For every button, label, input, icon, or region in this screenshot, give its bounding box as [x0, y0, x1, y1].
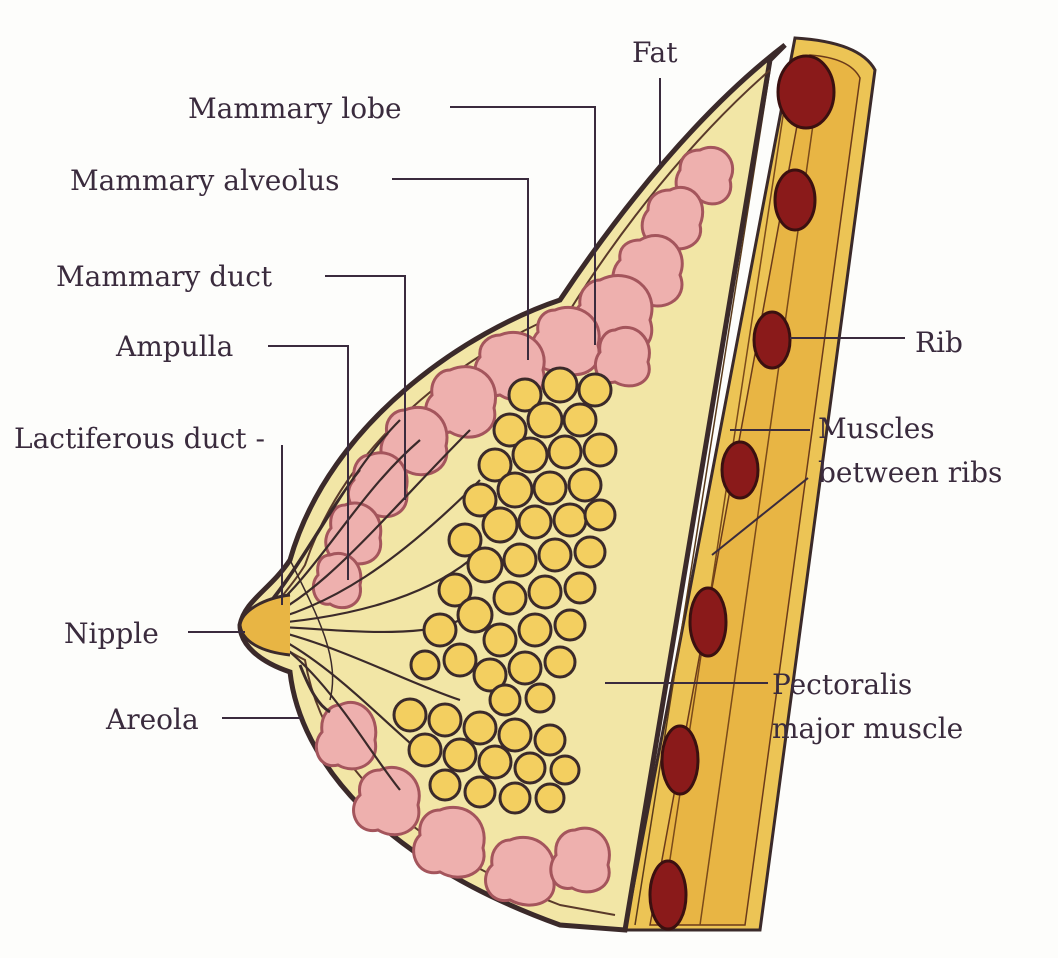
leader-muscles-diagonal [711, 477, 809, 556]
label-nipple: Nipple [64, 617, 159, 650]
fat-lobules [311, 145, 735, 907]
leader-mammary-lobe [450, 106, 596, 345]
alveoli-lower [392, 697, 581, 815]
leader-lines [188, 78, 905, 719]
rib-7 [648, 859, 688, 931]
label-muscles-line2: between ribs [818, 456, 1002, 489]
rib-2 [773, 168, 817, 232]
labels: Fat Mammary lobe Mammary alveolus Mammar… [14, 36, 1002, 745]
label-muscles-line1: Muscles [818, 412, 935, 445]
label-fat: Fat [632, 36, 678, 69]
ribs [648, 54, 836, 931]
leader-mammary-alveolus [392, 178, 529, 360]
areola-shape [298, 664, 331, 714]
label-mammary-alveolus: Mammary alveolus [70, 164, 340, 197]
label-mammary-duct: Mammary duct [56, 260, 273, 293]
rib-1 [776, 54, 836, 130]
rib-5 [688, 586, 728, 658]
label-areola: Areola [105, 703, 199, 736]
label-mammary-lobe: Mammary lobe [188, 92, 402, 125]
rib-4 [720, 440, 760, 500]
label-rib: Rib [915, 326, 963, 359]
rib-6 [660, 724, 700, 796]
rib-3 [752, 310, 792, 370]
leader-mammary-duct [325, 275, 406, 500]
label-ampulla: Ampulla [115, 330, 233, 363]
nipple-shape [238, 593, 291, 657]
leader-ampulla [268, 345, 349, 580]
alveoli-upper [409, 366, 618, 717]
label-lactiferous-duct: Lactiferous duct - [14, 422, 265, 455]
label-pectoralis-line2: major muscle [772, 712, 963, 745]
label-pectoralis-line1: Pectoralis [772, 668, 912, 701]
